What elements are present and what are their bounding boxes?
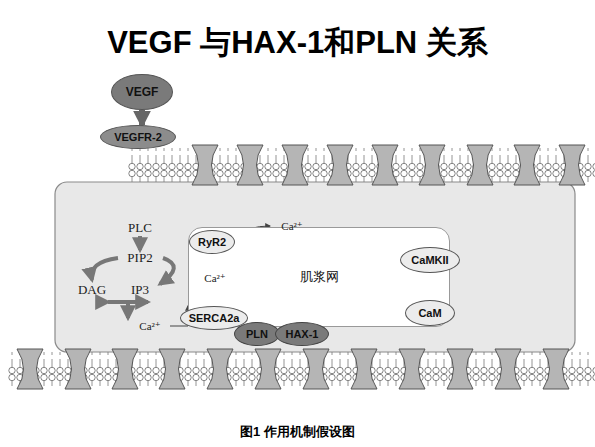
channel-ellipse: RyR2 [189, 230, 235, 254]
ca-release-arrow [126, 304, 130, 318]
node-label: VEGFR-2 [114, 131, 162, 143]
node-label: CaM [418, 307, 441, 319]
cell-interior [55, 182, 575, 352]
molecule-label: DAG [78, 282, 106, 298]
title: VEGF 与HAX-1和PLN 关系 [0, 22, 595, 64]
plc-arrow [138, 236, 142, 250]
node-label: HAX-1 [285, 328, 318, 340]
kinase-ellipse: CaMKII [400, 247, 460, 273]
cycle-arrow-left [92, 258, 118, 280]
arrow-connector [139, 110, 145, 125]
molecule-label: PLC [128, 220, 152, 236]
node-label: VEGF [126, 85, 159, 99]
caption: 图1 作用机制假设图 [0, 423, 595, 441]
molecule-label: PIP2 [127, 250, 152, 266]
node-label: SERCA2a [189, 312, 240, 324]
node-label: RyR2 [198, 236, 226, 248]
protein-ellipse: HAX-1 [275, 322, 329, 346]
protein-ellipse: PLN [234, 322, 280, 346]
cycle-arrow-right [160, 258, 174, 284]
molecule-label: Ca²⁺ [139, 320, 160, 333]
molecule-label: Ca²⁺ [204, 272, 225, 285]
molecule-label: IP3 [131, 282, 149, 298]
node-label: CaMKII [411, 254, 448, 266]
dag-ip3-arrow [108, 300, 148, 304]
molecule-label: Ca²⁺ [281, 220, 302, 233]
calmodulin-ellipse: CaM [405, 300, 455, 326]
node-label: PLN [246, 328, 268, 340]
node-label: 肌浆网 [300, 268, 339, 286]
receptor-ellipse: VEGFR-2 [100, 125, 176, 149]
channel-proteins [17, 145, 585, 389]
ligand-ellipse: VEGF [111, 74, 173, 110]
